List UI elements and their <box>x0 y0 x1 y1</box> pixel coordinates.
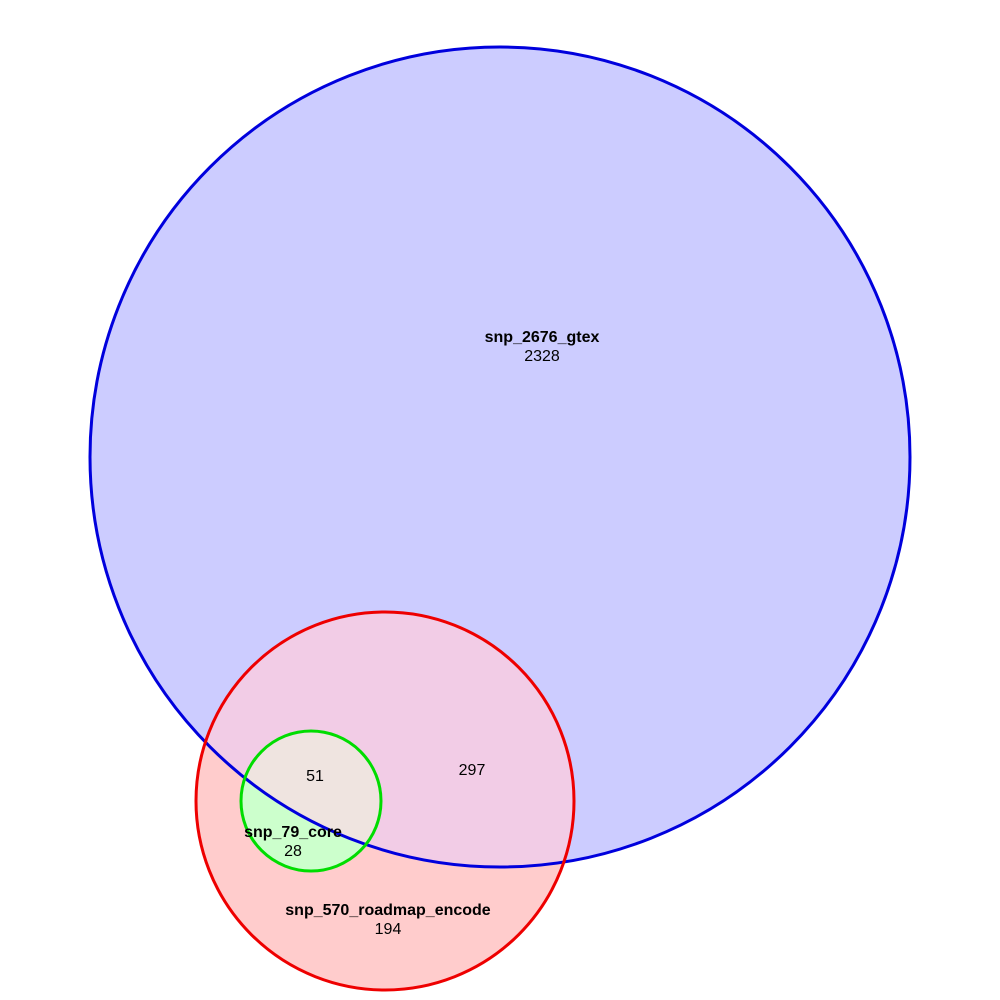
gtex-only-count: 2328 <box>524 348 560 365</box>
all-three-count: 51 <box>306 768 324 785</box>
gtex-set-label: snp_2676_gtex <box>485 329 600 346</box>
core-circle-outline <box>239 729 383 873</box>
roadmap-set-label: snp_570_roadmap_encode <box>285 902 491 919</box>
core-roadmap-only-count: 28 <box>284 843 302 860</box>
gtex-circle-outline <box>88 45 912 869</box>
core-set-label: snp_79_core <box>244 824 342 841</box>
roadmap-only-count: 194 <box>375 921 402 938</box>
gtex-roadmap-overlap <box>196 612 574 867</box>
gtex-roadmap-count: 297 <box>459 762 486 779</box>
roadmap-circle-outline <box>194 610 576 992</box>
